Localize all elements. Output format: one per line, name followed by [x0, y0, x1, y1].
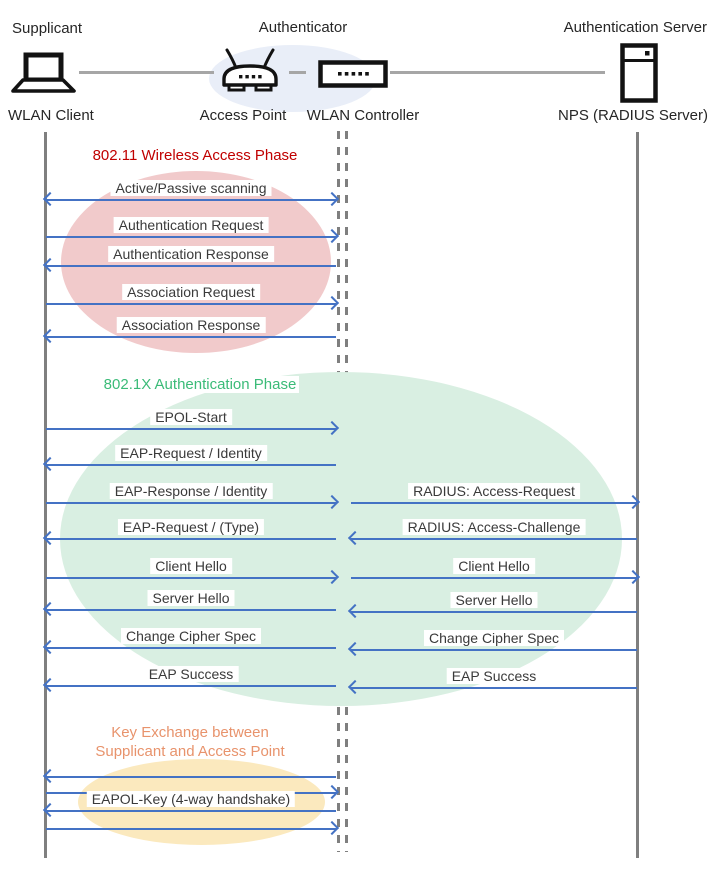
- role-authentication-server: Authentication Server: [563, 19, 707, 36]
- device-label-wlan-controller: WLAN Controller: [306, 107, 420, 124]
- wlan-controller-icon: [318, 60, 388, 93]
- phase-title-key-exchange-line2: Supplicant and Access Point: [95, 743, 285, 760]
- laptop-icon: [10, 51, 80, 100]
- phase-title-key-exchange-line1: Key Exchange between: [111, 724, 269, 741]
- server-icon: [620, 43, 658, 108]
- access-point-icon: [219, 46, 281, 99]
- phase-title-key-exchange: Key Exchange between Supplicant and Acce…: [65, 723, 315, 761]
- lifeline-nps-server: [636, 132, 639, 858]
- phase-title-wireless-access: 802.11 Wireless Access Phase: [60, 147, 330, 164]
- connector-client-ap: [79, 71, 214, 74]
- role-supplicant: Supplicant: [12, 20, 83, 37]
- phase-title-authentication: 802.1X Authentication Phase: [75, 376, 325, 393]
- device-label-wlan-client: WLAN Client: [8, 107, 94, 124]
- connector-ap-controller: [289, 71, 306, 74]
- connector-controller-server: [390, 71, 605, 74]
- role-authenticator: Authenticator: [258, 19, 348, 36]
- lifeline-wlan-client: [44, 132, 47, 858]
- device-label-access-point: Access Point: [199, 107, 287, 124]
- device-label-nps-radius-server: NPS (RADIUS Server): [557, 107, 709, 124]
